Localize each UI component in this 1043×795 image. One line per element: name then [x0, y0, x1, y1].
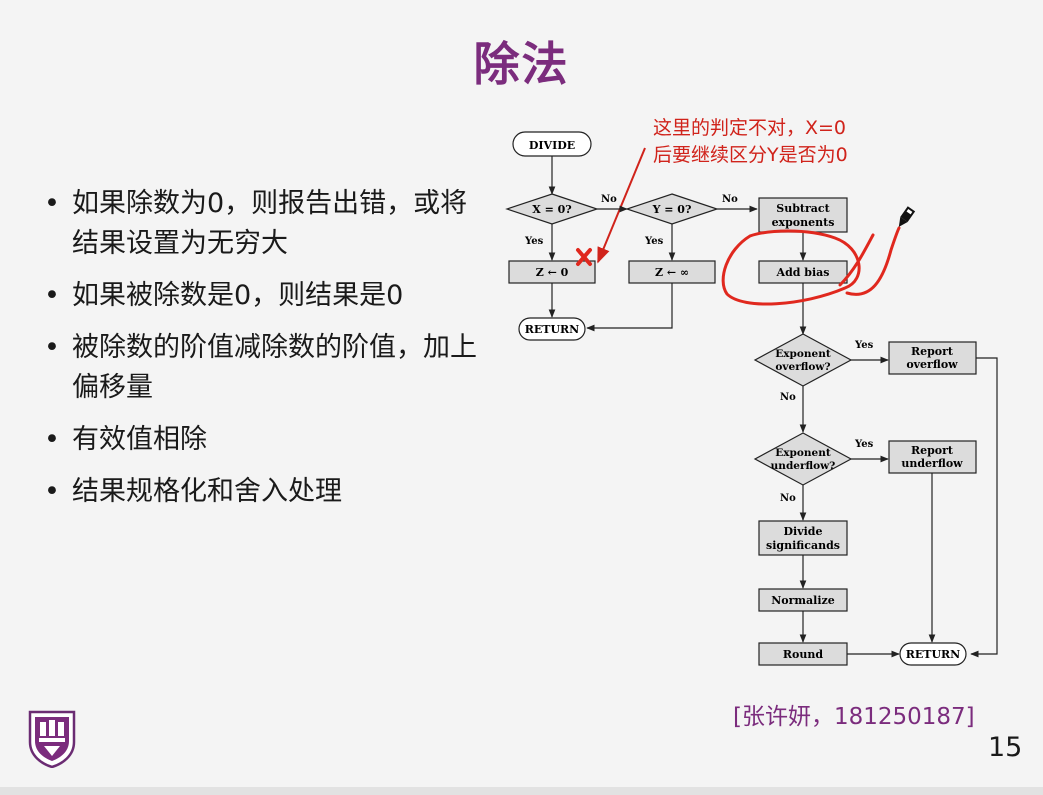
yes-label: Yes [854, 340, 874, 351]
bottom-bar [0, 787, 1043, 795]
page-number: 15 [988, 732, 1023, 763]
slide-title: 除法 [473, 37, 570, 91]
z-infinity-label: Z ← ∞ [655, 266, 689, 279]
annotation-arrow [597, 147, 646, 264]
red-circle-annotation [721, 229, 875, 306]
divide-sig-label-2: significands [766, 539, 840, 552]
red-cross-icon [576, 248, 592, 266]
division-flowchart: 这里的判定不对，X=0 后要继续区分Y是否为0 DIVIDE X = 0? No… [505, 117, 998, 666]
bullet-item: • 有效值相除 [42, 420, 482, 460]
add-bias-label: Add bias [776, 266, 830, 279]
subtract-label-1: Subtract [776, 202, 830, 215]
bullet-item: • 结果规格化和舍入处理 [42, 472, 482, 512]
no-label: No [780, 392, 796, 403]
exponent-underflow-decision [753, 432, 853, 486]
z-zero-label: Z ← 0 [536, 266, 569, 279]
subtract-label-2: exponents [772, 216, 835, 229]
exp-under-label-1: Exponent [775, 447, 831, 459]
annotation-line-2: 后要继续区分Y是否为0 [653, 144, 848, 166]
y-zero-label: Y = 0? [652, 203, 692, 216]
bullet-dot-icon: • [44, 188, 60, 219]
no-label: No [722, 194, 738, 205]
bullet-item: • 如果被除数是0，则结果是0 [42, 276, 482, 316]
bullet-item: • 如果除数为0，则报告出错，或将结果设置为无穷大 [42, 184, 482, 264]
divide-label: DIVIDE [529, 139, 575, 152]
exp-over-label-2: overflow? [775, 361, 830, 373]
red-tail-annotation [845, 226, 901, 296]
bullet-item: • 被除数的阶值减除数的阶值，加上偏移量 [42, 328, 482, 408]
connector [970, 357, 998, 658]
bullet-list: •如果除数为0，则报告出错，或将结果设置为无穷大 •如果被除数是0，则结果是0 … [42, 184, 482, 524]
x-zero-label: X = 0? [532, 203, 572, 216]
report-underflow-box [888, 440, 977, 474]
normalize-label: Normalize [771, 594, 835, 607]
exp-under-label-2: underflow? [771, 460, 836, 472]
bullet-dot-icon: • [44, 424, 60, 455]
yes-label: Yes [524, 236, 544, 247]
yes-label: Yes [644, 236, 664, 247]
bullet-dot-icon: • [44, 280, 60, 311]
return-terminal-left [518, 317, 586, 341]
no-label: No [601, 194, 617, 205]
bullet-text: 结果规格化和舍入处理 [72, 476, 342, 507]
yes-label: Yes [854, 439, 874, 450]
return-terminal-right [899, 642, 967, 666]
divide-sig-label-1: Divide [784, 525, 823, 538]
exp-over-label-1: Exponent [775, 348, 831, 360]
report-over-label-1: Report [911, 345, 954, 358]
report-overflow-box [888, 341, 977, 375]
university-logo [28, 710, 76, 768]
bullet-text: 有效值相除 [72, 424, 207, 455]
pen-icon [898, 206, 916, 227]
connector [586, 283, 673, 332]
bullet-text: 被除数的阶值减除数的阶值，加上偏移量 [72, 332, 477, 403]
round-label: Round [783, 648, 823, 661]
exponent-overflow-decision [753, 333, 853, 387]
report-under-label-1: Report [911, 444, 954, 457]
report-over-label-2: overflow [906, 358, 958, 371]
annotation-line-1: 这里的判定不对，X=0 [653, 117, 846, 139]
return-label-right: RETURN [906, 648, 961, 661]
bullet-dot-icon: • [44, 476, 60, 507]
no-label: No [780, 493, 796, 504]
bullet-text: 如果除数为0，则报告出错，或将结果设置为无穷大 [72, 188, 468, 259]
bullet-text: 如果被除数是0，则结果是0 [72, 280, 404, 311]
return-label-left: RETURN [525, 323, 580, 336]
report-under-label-2: underflow [901, 457, 963, 470]
author-credit: [张许妍，181250187] [733, 704, 975, 730]
bullet-dot-icon: • [44, 332, 60, 363]
